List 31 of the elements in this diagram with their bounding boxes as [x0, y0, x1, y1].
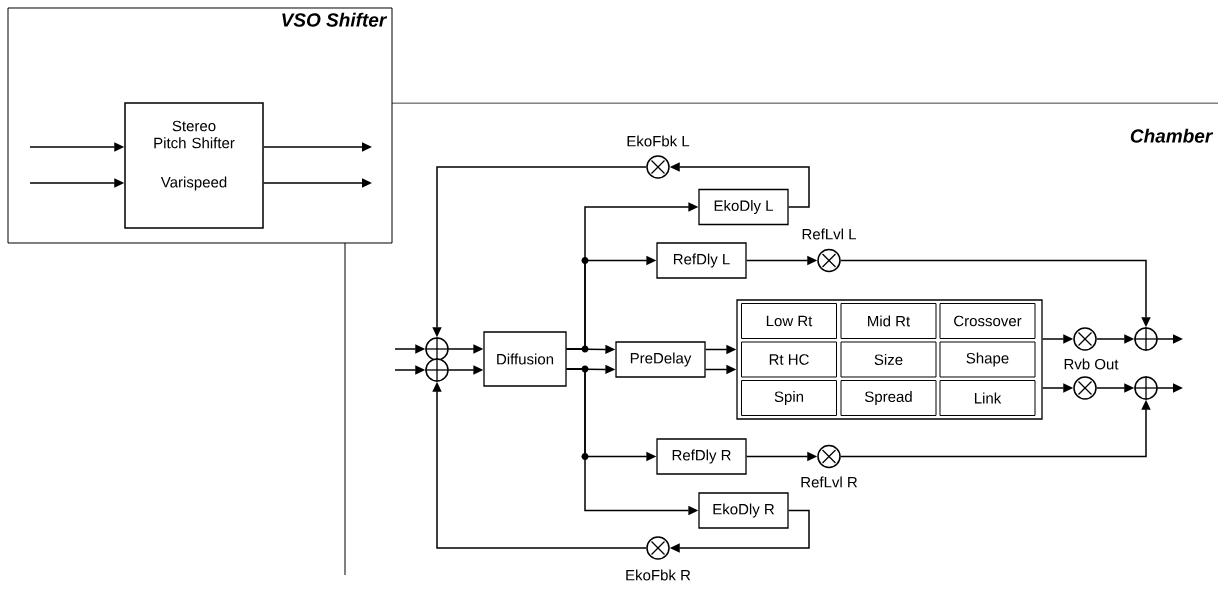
parameter-cell: Crossover [939, 303, 1036, 339]
parameter-grid [736, 299, 1043, 420]
process-box: EkoDly L [698, 188, 789, 226]
multiplier-circle [646, 536, 670, 560]
process-box: Stereo Pitch Shifter Varispeed [124, 102, 264, 229]
node-label: RefLvl R [801, 476, 858, 488]
parameter-cell: Mid Rt [840, 303, 937, 339]
node-label: EkoFbk L [627, 135, 690, 147]
node-label: RefLvl L [802, 228, 856, 240]
process-box: Diffusion [483, 331, 567, 387]
summing-circle [424, 336, 450, 362]
summing-circle [1133, 375, 1159, 401]
multiplier-circle [646, 155, 670, 179]
parameter-cell: Link [939, 380, 1036, 416]
multiplier-circle [1073, 327, 1097, 351]
process-box: PreDelay [615, 341, 706, 378]
parameter-cell: Shape [939, 341, 1036, 378]
parameter-cell: Low Rt [741, 303, 837, 339]
multiplier-circle [1073, 376, 1097, 400]
parameter-cell: Spin [741, 380, 837, 416]
summing-circle [424, 357, 450, 383]
process-box: EkoDly R [698, 492, 789, 529]
summing-circle [1133, 326, 1159, 352]
signal-label: Rvb Out [1064, 358, 1119, 370]
process-box: RefDly R [656, 438, 747, 475]
multiplier-circle [817, 248, 841, 273]
multiplier-circle [817, 444, 841, 469]
parameter-cell: Rt HC [741, 341, 837, 378]
parameter-cell: Size [840, 341, 937, 378]
process-box: RefDly L [656, 242, 747, 279]
parameter-cell: Spread [840, 380, 937, 416]
